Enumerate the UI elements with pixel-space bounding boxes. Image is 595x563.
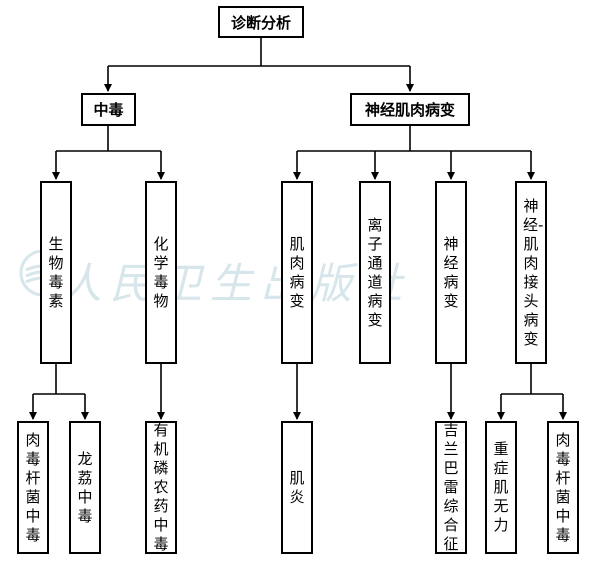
ion-channel-node: 离子通道病变 bbox=[359, 181, 391, 364]
root-node: 诊断分析 bbox=[218, 6, 304, 38]
chemical-toxin-node: 化学毒物 bbox=[145, 181, 177, 364]
bio-toxin-label: 生物毒素 bbox=[48, 234, 64, 310]
bio-toxin-node: 生物毒素 bbox=[40, 181, 72, 364]
litchi-poisoning-node: 龙荔中毒 bbox=[69, 421, 101, 554]
neuromuscular-label: 神经肌肉病变 bbox=[364, 101, 455, 119]
poisoning-node: 中毒 bbox=[81, 93, 136, 126]
nerve-disease-label: 神经病变 bbox=[443, 234, 459, 310]
botulism-left-node: 肉毒杆菌中毒 bbox=[17, 421, 49, 554]
ion-channel-label: 离子通道病变 bbox=[367, 215, 383, 329]
nmj-disease-node: 神经-肌肉接头病变 bbox=[515, 181, 547, 364]
organophosphate-node: 有机磷农药中毒 bbox=[145, 421, 177, 554]
muscle-disease-node: 肌肉病变 bbox=[281, 181, 313, 364]
guillain-barre-label: 吉兰巴雷综合征 bbox=[443, 421, 459, 553]
myositis-node: 肌炎 bbox=[281, 421, 313, 554]
chemical-toxin-label: 化学毒物 bbox=[153, 234, 169, 310]
guillain-barre-node: 吉兰巴雷综合征 bbox=[435, 421, 467, 554]
muscle-disease-label: 肌肉病变 bbox=[289, 234, 305, 310]
poisoning-label: 中毒 bbox=[93, 101, 124, 119]
root-label: 诊断分析 bbox=[230, 13, 291, 32]
myasthenia-gravis-label: 重症肌无力 bbox=[493, 440, 509, 534]
litchi-poisoning-label: 龙荔中毒 bbox=[77, 449, 93, 525]
nmj-disease-label: 神经-肌肉接头病变 bbox=[523, 196, 544, 348]
organophosphate-label: 有机磷农药中毒 bbox=[153, 421, 169, 553]
botulism-left-label: 肉毒杆菌中毒 bbox=[25, 430, 41, 544]
neuromuscular-node: 神经肌肉病变 bbox=[350, 93, 470, 126]
myositis-label: 肌炎 bbox=[289, 468, 305, 506]
nerve-disease-node: 神经病变 bbox=[435, 181, 467, 364]
botulism-right-node: 肉毒杆菌中毒 bbox=[547, 421, 579, 554]
botulism-right-label: 肉毒杆菌中毒 bbox=[555, 430, 571, 544]
myasthenia-gravis-node: 重症肌无力 bbox=[485, 421, 517, 554]
